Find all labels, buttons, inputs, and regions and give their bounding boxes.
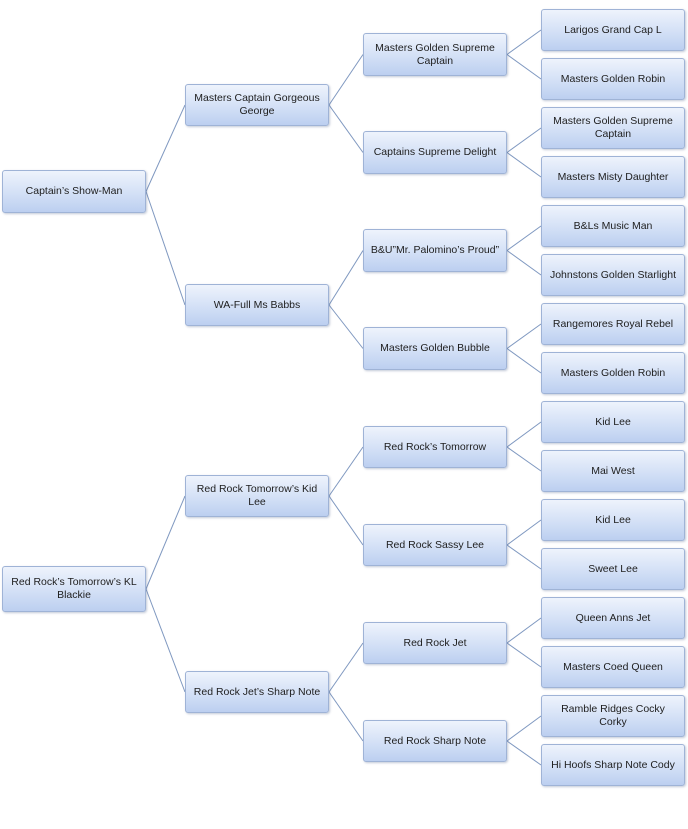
connector-horse-1-dam-sire-to-horse-1-ds-sire [506,225,542,251]
horse-1-ss-sire: Larigos Grand Cap L [541,9,685,51]
horse-2-sd-dam: Sweet Lee [541,548,685,590]
connector-horse-2-dam-dam-to-horse-2-dd-dam [506,740,542,766]
connector-horse-2-sire-dam-to-horse-2-sd-dam [506,544,542,570]
horse-2-ss-sire: Kid Lee [541,401,685,443]
horse-2-sire-dam: Red Rock Sassy Lee [363,524,507,566]
horse-2-dam-sire: Red Rock Jet [363,622,507,664]
connector-horse-2-sire-dam-to-horse-2-sd-sire [506,519,542,546]
horse-2-sire: Red Rock Tomorrow’s Kid Lee [185,475,329,517]
horse-1-ds-dam: Johnstons Golden Starlight [541,254,685,296]
horse-1-sd-dam: Masters Misty Daughter [541,156,685,198]
horse-2-dam: Red Rock Jet’s Sharp Note [185,671,329,713]
connector-horse-1-dam-to-horse-1-dam-sire [328,250,364,306]
connector-horse-1-dam-dam-to-horse-1-dd-dam [506,348,542,374]
horse-2-name: Red Rock’s Tomorrow’s KL Blackie [2,566,146,612]
horse-1-sire: Masters Captain Gorgeous George [185,84,329,126]
horse-1-sire-dam: Captains Supreme Delight [363,131,507,174]
connector-horse-1-sire-sire-to-horse-1-ss-dam [506,54,542,80]
connector-horse-2-sire-sire-to-horse-2-ss-sire [506,421,542,448]
connector-horse-1-name-to-horse-1-sire [145,104,186,192]
horse-1-dd-dam: Masters Golden Robin [541,352,685,394]
connector-horse-2-name-to-horse-2-dam [145,588,186,693]
horse-1-name: Captain’s Show-Man [2,170,146,213]
horse-1-dam-sire: B&U”Mr. Palomino’s Proud” [363,229,507,272]
horse-1-sd-sire: Masters Golden Supreme Captain [541,107,685,149]
horse-2-ss-dam: Mai West [541,450,685,492]
connector-horse-2-sire-to-horse-2-sire-dam [328,495,364,546]
connector-horse-2-sire-sire-to-horse-2-ss-dam [506,446,542,472]
horse-1-dd-sire: Rangemores Royal Rebel [541,303,685,345]
horse-2-dam-dam: Red Rock Sharp Note [363,720,507,762]
horse-2-ds-sire: Queen Anns Jet [541,597,685,639]
horse-1-dam-dam: Masters Golden Bubble [363,327,507,370]
connector-horse-1-dam-sire-to-horse-1-ds-dam [506,250,542,276]
connector-horse-1-sire-to-horse-1-sire-dam [328,104,364,153]
connector-horse-2-dam-sire-to-horse-2-ds-sire [506,617,542,644]
horse-1-ss-dam: Masters Golden Robin [541,58,685,100]
connector-horse-2-sire-to-horse-2-sire-sire [328,446,364,497]
connector-horse-1-sire-dam-to-horse-1-sd-sire [506,127,542,153]
horse-1-dam: WA-Full Ms Babbs [185,284,329,326]
connector-horse-1-name-to-horse-1-dam [145,191,186,306]
horse-2-sire-sire: Red Rock’s Tomorrow [363,426,507,468]
connector-horse-1-sire-sire-to-horse-1-ss-sire [506,29,542,55]
connector-horse-1-sire-to-horse-1-sire-sire [328,54,364,106]
connector-horse-2-dam-to-horse-2-dam-dam [328,691,364,742]
horse-2-dd-dam: Hi Hoofs Sharp Note Cody [541,744,685,786]
connector-horse-2-name-to-horse-2-sire [145,495,186,590]
connector-horse-2-dam-to-horse-2-dam-sire [328,642,364,693]
connector-horse-1-sire-dam-to-horse-1-sd-dam [506,152,542,178]
horse-1-ds-sire: B&Ls Music Man [541,205,685,247]
connector-horse-2-dam-sire-to-horse-2-ds-dam [506,642,542,668]
horse-2-dd-sire: Ramble Ridges Cocky Corky [541,695,685,737]
connector-horse-1-dam-to-horse-1-dam-dam [328,304,364,349]
horse-2-sd-sire: Kid Lee [541,499,685,541]
horse-1-sire-sire: Masters Golden Supreme Captain [363,33,507,76]
connector-horse-2-dam-dam-to-horse-2-dd-sire [506,715,542,742]
connector-horse-1-dam-dam-to-horse-1-dd-sire [506,323,542,349]
horse-2-ds-dam: Masters Coed Queen [541,646,685,688]
